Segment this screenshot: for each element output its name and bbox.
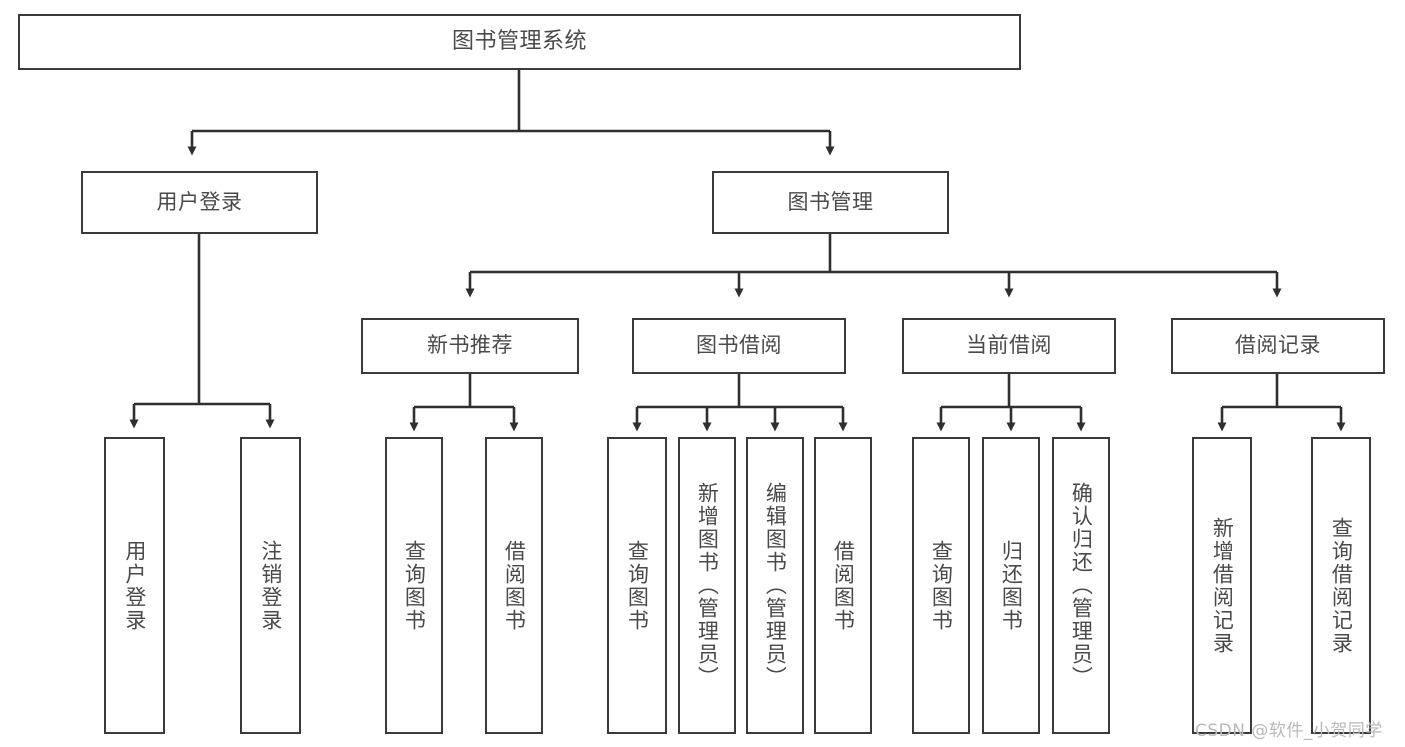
node-current-borrow[interactable]: 当前借阅	[902, 318, 1116, 374]
leaf-records-add-record[interactable]: 新增借阅记录	[1192, 437, 1252, 734]
node-label: 查询图书	[929, 539, 954, 632]
leaf-borrow-edit-book-admin[interactable]: 编辑图书（管理员）	[746, 437, 804, 734]
node-label: 查询借阅记录	[1329, 516, 1354, 655]
node-label: 用户登录	[122, 539, 147, 632]
leaf-borrow-borrow-book[interactable]: 借阅图书	[814, 437, 872, 734]
node-label: 编辑图书（管理员）	[763, 482, 788, 689]
leaf-current-return-book[interactable]: 归还图书	[982, 437, 1040, 734]
node-label: 新增借阅记录	[1210, 516, 1235, 655]
node-label: 借阅图书	[502, 539, 527, 632]
node-root-library-system[interactable]: 图书管理系统	[18, 14, 1021, 70]
node-label: 借阅图书	[831, 539, 856, 632]
node-label: 用户登录	[156, 189, 243, 214]
node-user-login[interactable]: 用户登录	[81, 171, 318, 234]
node-label: 新增图书（管理员）	[695, 482, 720, 689]
node-book-management[interactable]: 图书管理	[712, 171, 949, 234]
node-new-book-recommendation[interactable]: 新书推荐	[361, 318, 579, 374]
node-label: 确认归还（管理员）	[1069, 482, 1094, 689]
node-label: 图书管理系统	[451, 28, 587, 54]
leaf-new-books-borrow-book[interactable]: 借阅图书	[485, 437, 543, 734]
node-label: 归还图书	[999, 539, 1024, 632]
node-book-borrow[interactable]: 图书借阅	[632, 318, 846, 374]
leaf-borrow-add-book-admin[interactable]: 新增图书（管理员）	[678, 437, 736, 734]
node-label: 图书管理	[787, 189, 874, 214]
csdn-watermark: CSDN @软件_小贺同学	[1195, 721, 1383, 741]
node-label: 图书借阅	[696, 333, 782, 358]
leaf-user-login-signin[interactable]: 用户登录	[104, 437, 165, 734]
node-label: 注销登录	[258, 539, 283, 632]
leaf-current-query-book[interactable]: 查询图书	[912, 437, 970, 734]
leaf-new-books-query-book[interactable]: 查询图书	[385, 437, 443, 734]
node-label: 查询图书	[625, 539, 650, 632]
node-label: 当前借阅	[966, 333, 1052, 358]
leaf-records-query-record[interactable]: 查询借阅记录	[1311, 437, 1371, 734]
leaf-borrow-query-book[interactable]: 查询图书	[607, 437, 667, 734]
leaf-current-confirm-return-admin[interactable]: 确认归还（管理员）	[1052, 437, 1110, 734]
leaf-user-login-signout[interactable]: 注销登录	[240, 437, 301, 734]
node-label: 借阅记录	[1235, 333, 1321, 358]
node-borrow-records[interactable]: 借阅记录	[1171, 318, 1385, 374]
node-label: 新书推荐	[427, 333, 513, 358]
node-label: 查询图书	[402, 539, 427, 632]
